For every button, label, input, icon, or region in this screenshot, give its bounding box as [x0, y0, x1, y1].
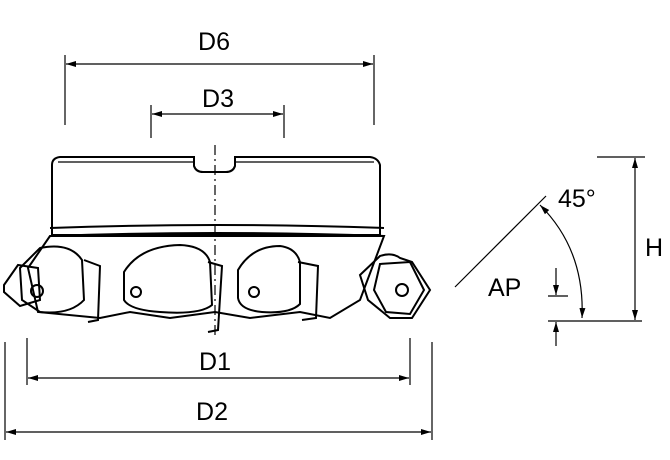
label-d6: D6 — [198, 28, 230, 56]
dimension-d6: D6 — [64, 28, 375, 125]
dimension-d1: D1 — [26, 338, 411, 385]
insert-right — [358, 253, 432, 319]
label-d3: D3 — [202, 85, 234, 113]
dimension-d3: D3 — [150, 85, 285, 138]
insert-left — [3, 245, 102, 323]
insert-center-right — [237, 244, 320, 321]
label-angle: 45° — [558, 185, 596, 213]
insert-center-left — [123, 243, 224, 333]
label-h: H — [645, 234, 663, 262]
dimension-d2: D2 — [4, 342, 433, 440]
angle-detail: 45° AP H — [454, 156, 663, 346]
cutter-body — [26, 156, 386, 320]
label-d1: D1 — [199, 348, 231, 376]
label-ap: AP — [488, 274, 521, 302]
label-d2: D2 — [196, 398, 228, 426]
